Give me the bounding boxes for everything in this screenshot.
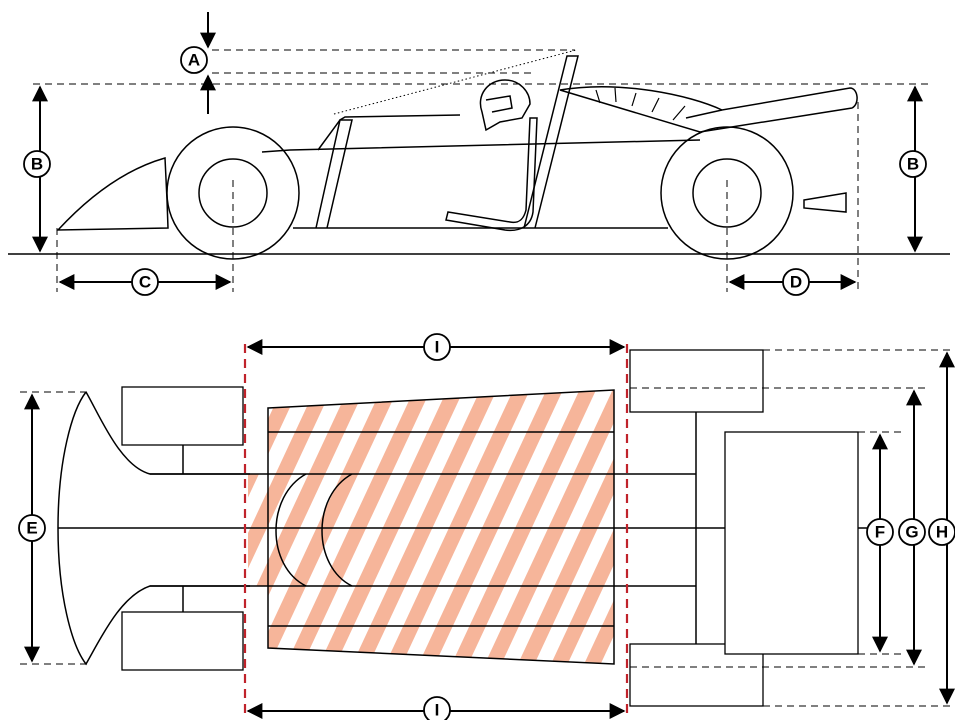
svg-text:I: I [435, 338, 440, 357]
front-left-wheel [121, 386, 244, 446]
front-wing-plan [57, 391, 250, 666]
label-a: A [180, 46, 208, 74]
engine-cover [559, 86, 858, 133]
helmet-visor [485, 95, 513, 113]
helmet [479, 79, 531, 132]
svg-text:A: A [188, 51, 200, 70]
front-roll-hoop [315, 119, 353, 229]
nose-cone [56, 157, 169, 231]
hatched-zone [248, 390, 614, 664]
svg-text:C: C [139, 273, 151, 292]
svg-text:H: H [936, 523, 948, 542]
main-roll-hoop [523, 55, 579, 229]
rear-wing-join [685, 109, 723, 119]
front-rim [198, 158, 268, 228]
svg-text:F: F [875, 523, 885, 542]
engine-cover-vents [595, 87, 686, 121]
side-view [8, 12, 950, 292]
label-i-bottom: I [423, 696, 451, 720]
label-d: D [782, 268, 810, 296]
exhaust [803, 192, 847, 213]
rear-left-wheel [629, 349, 764, 413]
svg-text:D: D [790, 273, 802, 292]
svg-text:E: E [26, 519, 37, 538]
rear-rim [692, 158, 762, 228]
seat-arc-rear [321, 473, 353, 587]
svg-text:B: B [31, 155, 43, 174]
label-b-left: B [23, 150, 51, 178]
sight-line [333, 49, 577, 115]
svg-text:B: B [907, 155, 919, 174]
front-right-wheel [121, 611, 244, 671]
cockpit-rim [317, 114, 461, 151]
svg-text:I: I [435, 701, 440, 720]
svg-text:G: G [905, 523, 918, 542]
rear-engine-block [724, 431, 859, 655]
body-top-line [261, 139, 701, 153]
label-e: E [18, 514, 46, 542]
label-f: F [866, 518, 894, 546]
label-h: H [928, 518, 955, 546]
seat-arc-front [275, 473, 307, 587]
driver-arm-structure [445, 117, 538, 232]
tapered-body-outline [267, 389, 615, 665]
label-b-right: B [899, 150, 927, 178]
label-g: G [898, 518, 926, 546]
top-view [20, 339, 955, 719]
label-c: C [131, 268, 159, 296]
label-i-top: I [423, 333, 451, 361]
